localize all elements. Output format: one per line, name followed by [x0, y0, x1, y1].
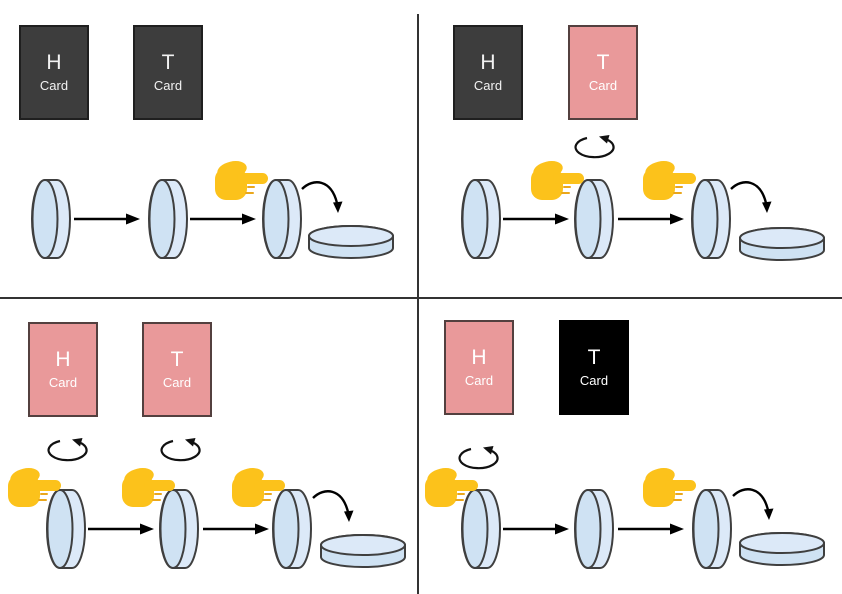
card-h: H Card — [19, 25, 89, 120]
card-letter: H — [46, 51, 62, 75]
quadrant-top-right: H Card T Card — [421, 0, 842, 297]
quadrant-top-left: H Card T Card — [0, 0, 421, 297]
pointer-finger-icon — [424, 464, 479, 508]
drop-arrow-icon — [311, 490, 355, 524]
arrow-right-icon — [501, 522, 571, 536]
flat-coin-icon — [320, 534, 406, 568]
arrow-right-icon — [201, 522, 271, 536]
arrow-right-icon — [188, 212, 258, 226]
coin-icon — [691, 179, 731, 259]
card-letter: T — [587, 346, 601, 370]
pointer-finger-icon — [642, 464, 697, 508]
card-h: H Card — [28, 322, 98, 417]
pointer-finger-icon — [530, 157, 585, 201]
card-label: Card — [153, 78, 183, 94]
card-label: Card — [464, 373, 494, 389]
flat-coin-icon — [308, 225, 394, 259]
coin-icon — [148, 179, 188, 259]
card-label: Card — [162, 375, 192, 391]
card-h: H Card — [453, 25, 523, 120]
card-label: Card — [48, 375, 78, 391]
flat-coin-icon — [739, 227, 825, 261]
card-label: Card — [473, 78, 503, 94]
arrow-right-icon — [616, 212, 686, 226]
card-letter: H — [480, 51, 496, 75]
card-label: Card — [579, 373, 609, 389]
quadrant-bottom-right: H Card T Card — [421, 297, 842, 594]
flat-coin-icon — [739, 532, 825, 566]
card-letter: H — [55, 348, 71, 372]
vertical-divider — [417, 14, 419, 594]
coin-icon — [574, 489, 614, 569]
card-letter: T — [170, 348, 184, 372]
card-t: T Card — [568, 25, 638, 120]
horizontal-divider — [0, 297, 842, 299]
arrow-right-icon — [501, 212, 571, 226]
card-t: T Card — [142, 322, 212, 417]
pointer-finger-icon — [642, 157, 697, 201]
card-h: H Card — [444, 320, 514, 415]
arrow-right-icon — [616, 522, 686, 536]
drop-arrow-icon — [729, 181, 773, 215]
card-letter: T — [161, 51, 175, 75]
card-t: T Card — [133, 25, 203, 120]
card-letter: H — [471, 346, 487, 370]
arrow-right-icon — [72, 212, 142, 226]
pointer-finger-icon — [214, 157, 269, 201]
arrow-right-icon — [86, 522, 156, 536]
drop-arrow-icon — [731, 488, 775, 522]
quadrant-bottom-left: H Card T Card — [0, 297, 421, 594]
rotate-arrow-icon — [160, 436, 201, 462]
coin-icon — [692, 489, 732, 569]
coin-icon — [31, 179, 71, 259]
pointer-finger-icon — [231, 464, 286, 508]
card-letter: T — [596, 51, 610, 75]
pointer-finger-icon — [121, 464, 176, 508]
rotate-arrow-icon — [47, 436, 88, 462]
coin-icon — [461, 179, 501, 259]
card-t: T Card — [559, 320, 629, 415]
pointer-finger-icon — [7, 464, 62, 508]
card-label: Card — [588, 78, 618, 94]
drop-arrow-icon — [300, 181, 344, 215]
card-label: Card — [39, 78, 69, 94]
